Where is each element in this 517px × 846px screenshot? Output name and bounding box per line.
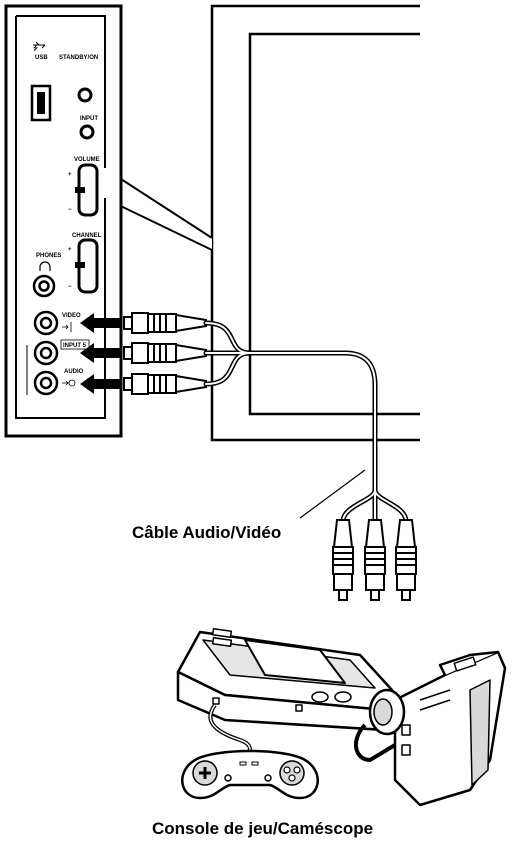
usb-symbol-icon: ⭍ xyxy=(33,44,38,52)
input5-label: INPUT 5 xyxy=(63,343,87,349)
usb-port: ⭍ USB xyxy=(30,41,52,122)
rca-plugs-bottom xyxy=(332,519,417,601)
audio-label: AUDIO xyxy=(64,369,84,375)
headphones-icon xyxy=(39,261,51,271)
devices-caption: Console de jeu/Caméscope xyxy=(152,819,373,838)
insertion-arrows xyxy=(80,313,122,394)
video-label: VIDEO xyxy=(62,313,81,319)
standby-label: STANDBY/ON xyxy=(59,55,98,61)
phones-jack: PHONES xyxy=(32,253,61,298)
volume-minus: − xyxy=(68,207,72,213)
arrow-left-icon xyxy=(80,374,122,394)
phones-label: PHONES xyxy=(36,253,61,259)
tv-body xyxy=(210,4,420,442)
channel-label: CHANNEL xyxy=(72,233,102,239)
standby-button: STANDBY/ON xyxy=(59,55,98,103)
arrow-left-icon xyxy=(80,343,122,363)
video-input-icon xyxy=(62,322,72,332)
game-console-icon xyxy=(176,628,394,732)
channel-plus: + xyxy=(68,247,72,253)
channel-minus: − xyxy=(68,284,72,290)
side-panel xyxy=(4,4,123,438)
game-controller-icon xyxy=(181,749,319,800)
volume-label: VOLUME xyxy=(74,157,100,163)
input-label: INPUT xyxy=(80,116,98,122)
arrow-left-icon xyxy=(80,313,122,333)
cable-leader-line xyxy=(299,469,366,519)
audio-input-icon xyxy=(62,380,69,386)
volume-plus: + xyxy=(68,172,72,178)
channel-rocker: CHANNEL + − xyxy=(68,233,102,294)
av-cable xyxy=(203,320,409,528)
usb-label: USB xyxy=(35,55,48,61)
input-button: INPUT xyxy=(79,116,98,140)
av-jacks: VIDEO INPUT 5 AUDIO xyxy=(26,310,90,396)
volume-rocker: VOLUME + − xyxy=(68,157,100,217)
cable-caption: Câble Audio/Vidéo xyxy=(132,523,281,542)
camcorder-icon xyxy=(354,650,507,807)
rca-plugs-top xyxy=(123,312,207,395)
